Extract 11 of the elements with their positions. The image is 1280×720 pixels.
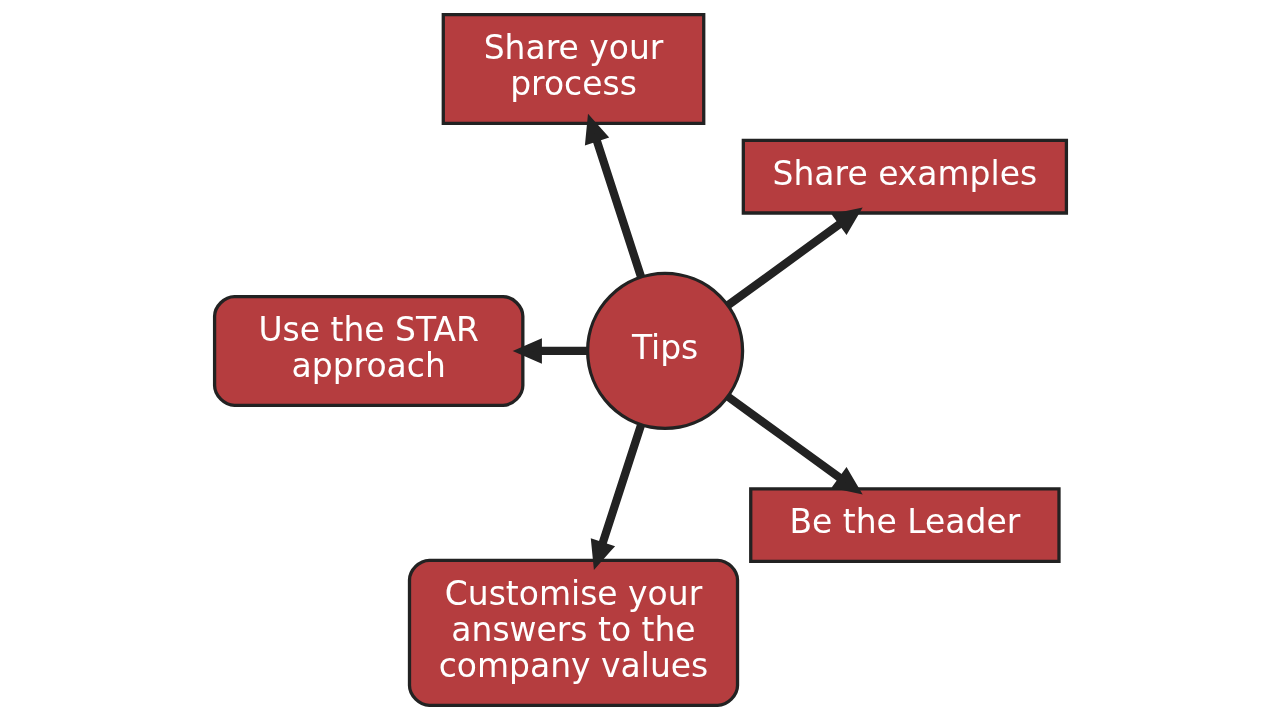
- arrow: [725, 207, 863, 309]
- arrow: [512, 338, 587, 364]
- node-box: Customise your answers to the company values: [407, 558, 739, 707]
- node-circle: Tips: [585, 271, 744, 431]
- arrow: [584, 113, 645, 279]
- arrow: [725, 393, 863, 495]
- node-box: Share your process: [441, 13, 705, 126]
- node-box: Be the Leader: [748, 487, 1061, 564]
- node-box: Use the STAR approach: [212, 294, 524, 407]
- arrow: [590, 423, 645, 570]
- node-box: Share examples: [741, 138, 1068, 215]
